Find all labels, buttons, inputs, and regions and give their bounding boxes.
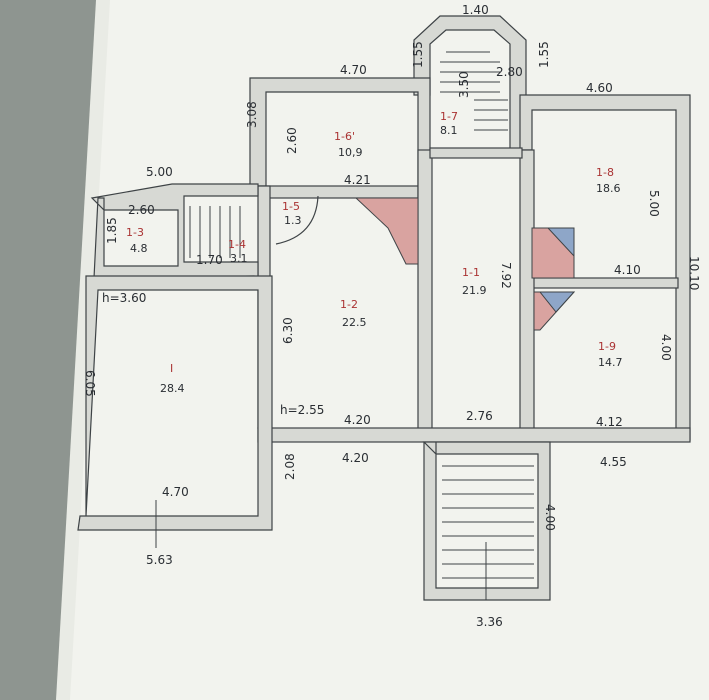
paper-shadow: [0, 0, 100, 700]
room-1-3-id: 1-3: [126, 226, 144, 239]
wall-corridor-right: [519, 149, 535, 441]
stove-1-8-tile: [546, 227, 575, 258]
dim-r13-top-outer: 5.00: [146, 165, 173, 179]
room-1-4-id: 1-4: [228, 238, 246, 251]
dim-r16-bottom: 4.21: [344, 173, 371, 187]
dim-tower-right: 1.55: [537, 41, 551, 68]
stoves: [354, 197, 576, 331]
dim-porch-height: 4.00: [543, 504, 557, 531]
room-1-1-area: 21.9: [462, 284, 487, 297]
dim-r11-bottom: 2.76: [466, 409, 493, 423]
stove-1-2: [354, 197, 419, 265]
dim-r18-bottom: 4.10: [614, 263, 641, 277]
dim-left-outer-height: 2.08: [283, 453, 297, 480]
room-1-7-id: 1-7: [440, 110, 458, 123]
stair-treads: [155, 51, 534, 600]
dim-r19-bottom: 4.12: [596, 415, 623, 429]
wall-porch: [422, 441, 551, 601]
room-labels: 1-6' 10,9 1-7 8.1 1-8 18.6 1-3 4.8 1-4 3…: [126, 110, 623, 395]
dim-r11-height: 7.92: [499, 262, 513, 289]
room-1-8-id: 1-8: [596, 166, 614, 179]
dim-stair-top: 2.80: [496, 65, 523, 79]
dim-r12-bottom: 4.20: [344, 413, 371, 427]
room-1-5-id: 1-5: [282, 200, 300, 213]
dim-tower-left: 1.55: [411, 41, 425, 68]
paper-fold: [56, 0, 110, 700]
wall-corridor-top: [429, 147, 523, 159]
dim-right-total: 10.10: [687, 256, 701, 290]
wall-main-bottom: [257, 427, 691, 443]
room-1-7-area: 8.1: [440, 124, 458, 137]
dim-ceiling-mid: h=2.55: [280, 403, 324, 417]
dim-r16-height: 2.60: [285, 127, 299, 154]
room-1-2-area: 22.5: [342, 316, 367, 329]
wall-room-1-8-bottom: [531, 277, 679, 289]
wall-room-I: [77, 275, 273, 531]
wall-corridor-left: [417, 149, 433, 441]
room-1-5-area: 1.3: [284, 214, 302, 227]
dim-big-room-bottom: 4.70: [162, 485, 189, 499]
walls: [77, 15, 691, 601]
dim-outer-bottom-left: 5.63: [146, 553, 173, 567]
room-1-2-id: 1-2: [340, 298, 358, 311]
stove-1-9-tile: [538, 291, 576, 313]
door-swing-1-5: [275, 195, 319, 245]
dim-r12-outer: 4.20: [342, 451, 369, 465]
dimension-labels: 1.40 1.55 1.55 2.80 3.50 4.70 3.08 2.60 …: [83, 3, 701, 629]
dim-r18-top: 4.60: [586, 81, 613, 95]
dim-r18-height: 5.00: [647, 190, 661, 217]
dim-r19-height: 4.00: [659, 334, 673, 361]
room-1-9-area: 14.7: [598, 356, 623, 369]
room-I-area: 28.4: [160, 382, 185, 395]
dim-r19-outer: 4.55: [600, 455, 627, 469]
wall-room-1-6-bottom: [265, 185, 419, 199]
room-1-6-area: 10,9: [338, 146, 363, 159]
room-1-1-id: 1-1: [462, 266, 480, 279]
room-1-8-area: 18.6: [596, 182, 621, 195]
dim-r14-width: 1.70: [196, 253, 223, 267]
room-1-9-id: 1-9: [598, 340, 616, 353]
dim-ceiling-left: h=3.60: [102, 291, 146, 305]
dim-top-left-height: 3.08: [245, 101, 259, 128]
dim-tower-top: 1.40: [462, 3, 489, 17]
dim-r13-height: 1.85: [105, 217, 119, 244]
room-1-4-area: 3.1: [230, 252, 248, 265]
dim-top-left-width: 4.70: [340, 63, 367, 77]
dim-stair-side: 3.50: [457, 71, 471, 98]
room-1-3-area: 4.8: [130, 242, 148, 255]
dim-r12-height: 6.30: [281, 317, 295, 344]
dim-big-room-height: 6.05: [83, 370, 97, 397]
room-I-id: I: [170, 362, 173, 375]
dim-porch-width: 3.36: [476, 615, 503, 629]
dim-r13-width: 2.60: [128, 203, 155, 217]
room-1-6-id: 1-6': [334, 130, 355, 143]
